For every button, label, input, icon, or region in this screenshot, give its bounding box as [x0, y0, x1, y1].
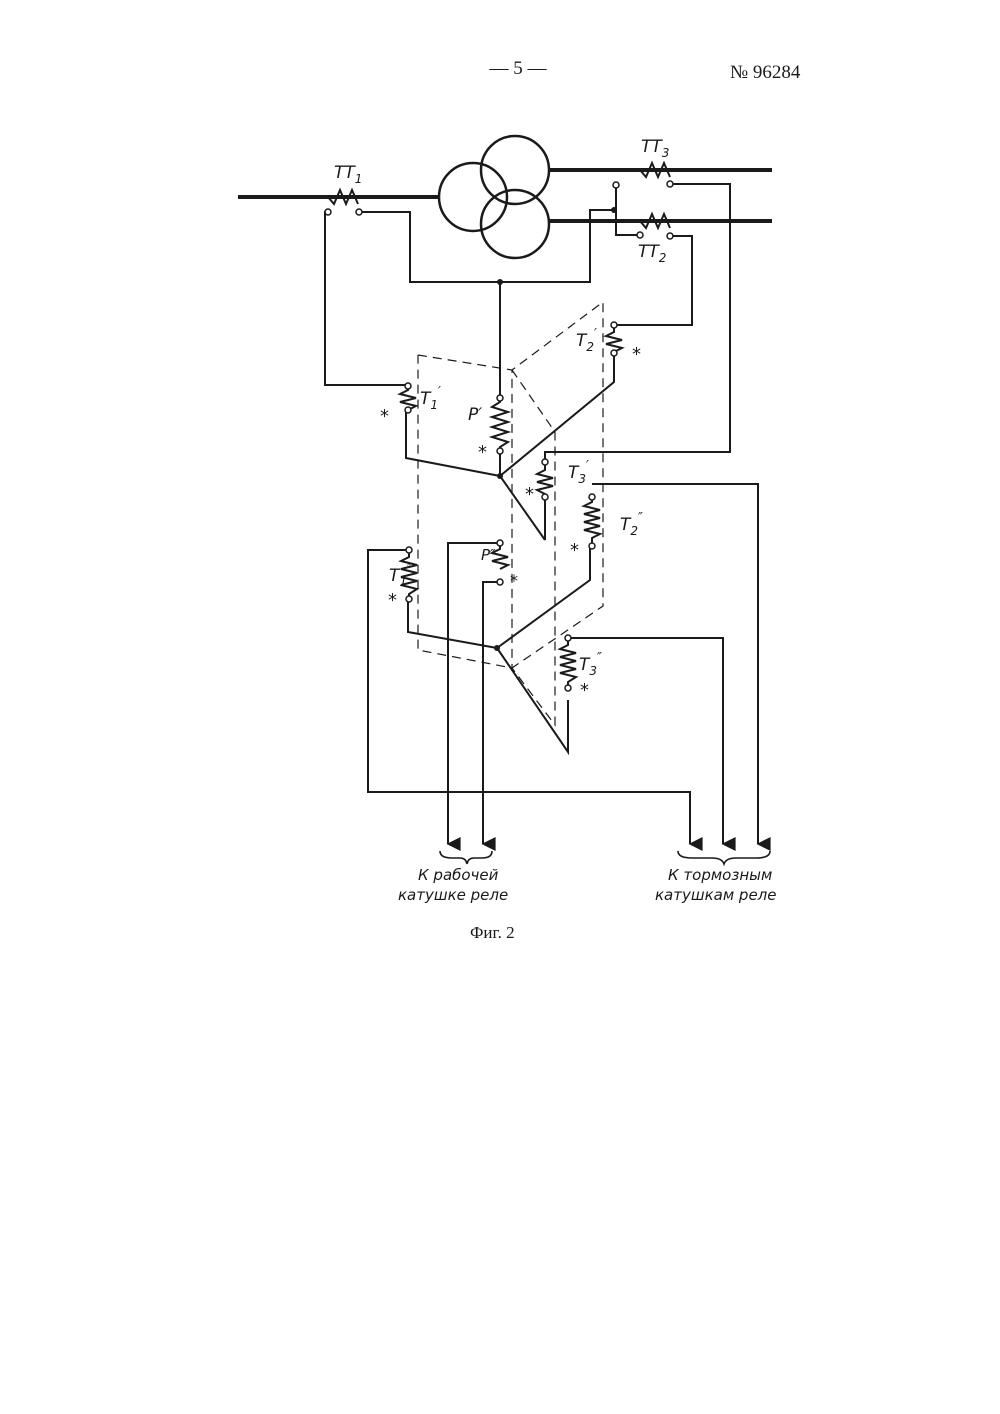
- three-winding-transformer: [439, 136, 549, 258]
- svg-text:*: *: [380, 406, 389, 427]
- svg-text:*: *: [510, 571, 518, 590]
- output-captions: К рабочей катушке реле К тормозным катуш…: [398, 866, 777, 904]
- output-braces: [440, 851, 770, 864]
- label-p-prime: P′: [468, 405, 482, 425]
- terminals: [325, 181, 673, 691]
- coil-t3-prime: [537, 465, 553, 494]
- relay-coils: [400, 327, 622, 688]
- brace-working: [440, 851, 492, 864]
- coil-p-prime: [492, 398, 508, 451]
- coil-t3-double: [560, 640, 576, 688]
- label-t3-double: T3″: [579, 651, 602, 678]
- label-tt2: TT2: [638, 242, 666, 265]
- svg-text:*: *: [632, 344, 641, 365]
- coil-t2-prime: [606, 327, 622, 352]
- svg-text:*: *: [388, 590, 397, 611]
- svg-text:*: *: [580, 680, 589, 701]
- brace-braking: [678, 851, 770, 864]
- label-tt3: TT3: [641, 137, 669, 160]
- label-tt1: TT1: [334, 163, 362, 186]
- label-t2-double: T2″: [620, 511, 643, 538]
- caption-working-line2: катушке реле: [398, 886, 508, 904]
- svg-text:*: *: [570, 540, 579, 561]
- label-p-double: P″: [481, 546, 496, 564]
- svg-text:*: *: [478, 442, 487, 463]
- label-t2-prime: T2′: [576, 327, 597, 354]
- label-t1-double: T1″: [389, 562, 412, 589]
- caption-braking-line1: К тормозным: [668, 866, 772, 884]
- label-t3-prime: T3′: [568, 459, 589, 486]
- coil-t2-double: [584, 497, 600, 546]
- busbars: [238, 170, 772, 221]
- svg-text:*: *: [525, 484, 534, 505]
- figure-caption: Фиг. 2: [470, 923, 550, 943]
- wiring: [325, 184, 758, 844]
- caption-working-line1: К рабочей: [418, 866, 499, 884]
- label-t1-prime: T1′: [420, 385, 441, 412]
- caption-braking-line2: катушкам реле: [655, 886, 777, 904]
